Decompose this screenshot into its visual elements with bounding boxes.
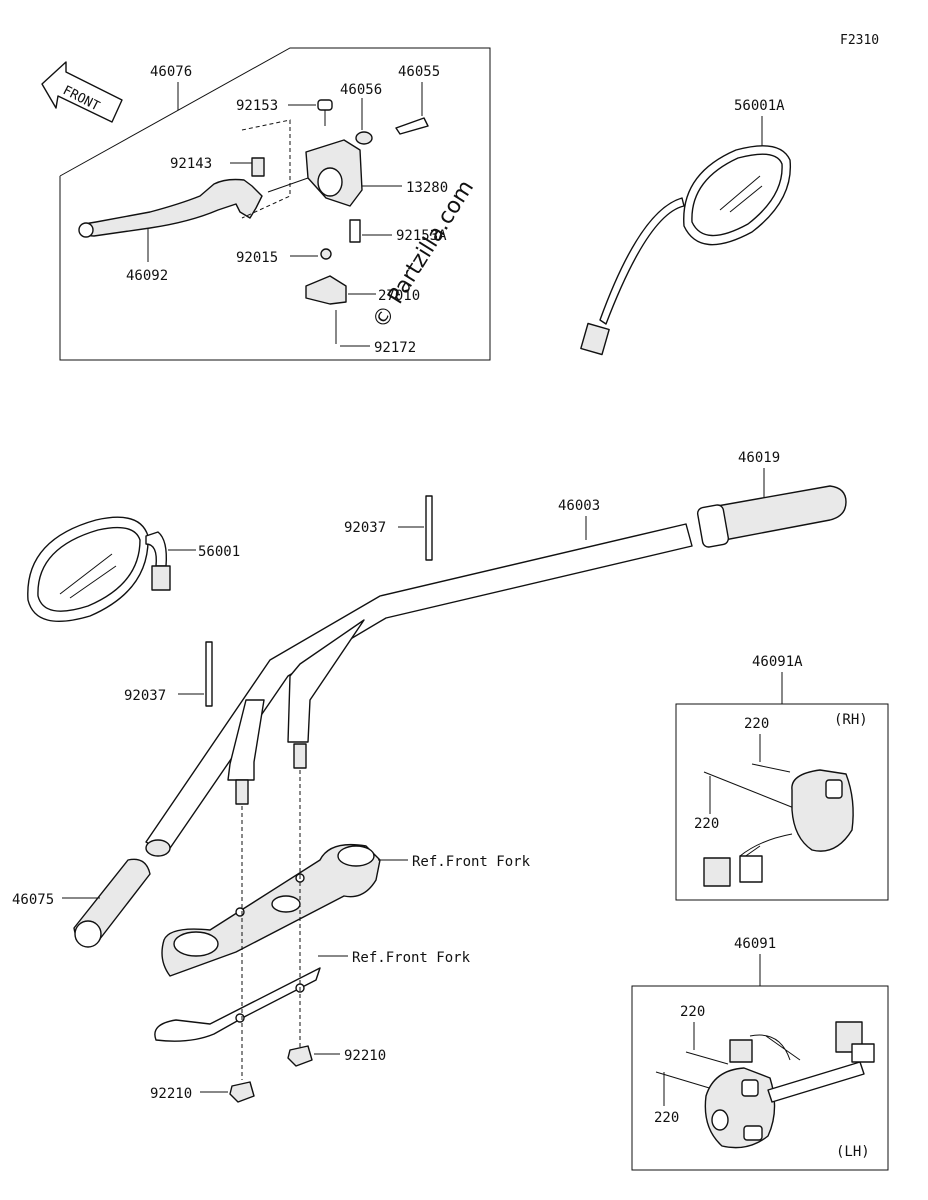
switch-box-lh: 46091 (LH) 220 220 bbox=[631, 936, 889, 1171]
rh-switch-housing bbox=[791, 769, 854, 852]
label-46091a: 46091A bbox=[752, 654, 803, 670]
clutch-lever bbox=[82, 178, 263, 237]
handlebar-46003: 46003 bbox=[145, 498, 693, 857]
rh-connector bbox=[703, 857, 731, 887]
label-27010: 27010 bbox=[378, 288, 420, 304]
mirror-left-56001: 56001 bbox=[27, 516, 240, 623]
lh-tag: (LH) bbox=[836, 1144, 870, 1160]
front-direction-arrow-icon: FRONT bbox=[41, 61, 123, 123]
label-46076: 46076 bbox=[150, 64, 192, 80]
bolt-92153a bbox=[349, 219, 361, 243]
cable-tie-lower-92037: 92037 bbox=[124, 641, 213, 707]
nut-92015 bbox=[320, 248, 332, 260]
label-92153a: 92153A bbox=[396, 228, 447, 244]
label-56001: 56001 bbox=[198, 544, 240, 560]
label-56001a: 56001A bbox=[734, 98, 785, 114]
figure-code: F2310 bbox=[840, 33, 879, 48]
lever-assembly-inset: 46076 46092 92143 92153 46056 46055 1328… bbox=[59, 47, 491, 361]
watermark: © Partzilla.com bbox=[368, 176, 479, 333]
label-13280: 13280 bbox=[406, 180, 448, 196]
label-92210-left: 92210 bbox=[150, 1086, 192, 1102]
label-220-rh-top: 220 bbox=[744, 716, 769, 732]
label-220-lh-bottom: 220 bbox=[654, 1110, 679, 1126]
lh-connector-small bbox=[729, 1039, 753, 1063]
label-46019: 46019 bbox=[738, 450, 780, 466]
stud-right bbox=[293, 743, 307, 769]
label-92015: 92015 bbox=[236, 250, 278, 266]
switch-box-rh: 46091A (RH) 220 220 bbox=[675, 654, 889, 901]
label-92172: 92172 bbox=[374, 340, 416, 356]
label-46003: 46003 bbox=[558, 498, 600, 514]
mirror-right-56001a: 56001A bbox=[580, 98, 792, 356]
label-92143: 92143 bbox=[170, 156, 212, 172]
label-92210-right: 92210 bbox=[344, 1048, 386, 1064]
cable-tie-upper-92037: 92037 bbox=[344, 495, 433, 561]
label-46092: 46092 bbox=[126, 268, 168, 284]
bushing-92143 bbox=[251, 157, 265, 177]
lh-switch-housing bbox=[704, 1067, 776, 1149]
bolt-46055 bbox=[395, 117, 429, 135]
bolt-92153 bbox=[317, 99, 333, 111]
grip-right-46019: 46019 bbox=[696, 450, 847, 548]
nut-92210-left: 92210 bbox=[150, 1081, 255, 1103]
label-92037-upper: 92037 bbox=[344, 520, 386, 536]
label-ref-front-fork-1: Ref.Front Fork bbox=[412, 854, 531, 870]
stud-left bbox=[235, 779, 249, 805]
grip-left-46075: 46075 bbox=[12, 858, 151, 948]
label-46075: 46075 bbox=[12, 892, 54, 908]
rh-tag: (RH) bbox=[834, 712, 868, 728]
label-220-lh-top: 220 bbox=[680, 1004, 705, 1020]
switch-27010 bbox=[305, 275, 347, 305]
label-46055: 46055 bbox=[398, 64, 440, 80]
nut-92210-right: 92210 bbox=[287, 1045, 386, 1067]
label-46091: 46091 bbox=[734, 936, 776, 952]
label-ref-front-fork-2: Ref.Front Fork bbox=[352, 950, 471, 966]
label-220-rh-left: 220 bbox=[694, 816, 719, 832]
label-92153: 92153 bbox=[236, 98, 278, 114]
label-92037-lower: 92037 bbox=[124, 688, 166, 704]
label-46056: 46056 bbox=[340, 82, 382, 98]
adjuster-46056 bbox=[355, 131, 373, 145]
